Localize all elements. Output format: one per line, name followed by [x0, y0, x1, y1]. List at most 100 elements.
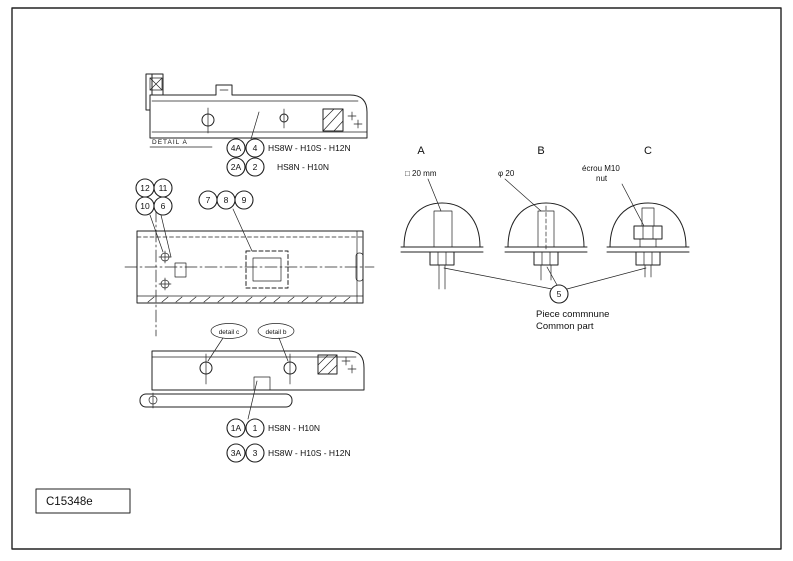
bottom-view-plus-marks — [341, 356, 357, 374]
part-code-label-top-row2: HS8N - H10N — [277, 162, 329, 172]
plan-hidden-square — [245, 250, 289, 289]
common-part-leader-lines — [443, 266, 647, 290]
detail-c-oval — [210, 323, 248, 339]
callout-4: 4 — [253, 143, 258, 153]
page-border — [11, 7, 782, 550]
callout-2a-circle — [226, 157, 246, 177]
dome-b-cap — [507, 202, 585, 248]
dome-b-shank-below — [540, 264, 552, 281]
dome-c-stud — [641, 207, 655, 227]
callout-2: 2 — [253, 162, 258, 172]
detail-a-label: DETAIL A — [152, 139, 188, 146]
dome-a-nut — [429, 251, 455, 266]
section-letter-a: A — [417, 145, 425, 157]
detail-oval-leader-lines — [207, 337, 289, 362]
top-view-hatch-lines — [322, 108, 344, 132]
bottom-view-hatched-block — [317, 354, 338, 375]
ecrou-m10-label: écrou M10 — [582, 164, 620, 173]
callout-4a: 4A — [231, 143, 242, 153]
callout-1-circle — [245, 418, 265, 438]
section-letter-c: C — [644, 145, 652, 157]
top-callout-leader-line-plan — [232, 208, 253, 252]
fastener-dome-c — [606, 202, 690, 278]
dome-c-hex-nut — [633, 225, 663, 240]
drawing-code: C15348e — [46, 496, 93, 508]
callout-1: 1 — [253, 423, 258, 433]
callout-2a: 2A — [231, 162, 242, 172]
common-part-label-fr: Piece commnune — [536, 309, 609, 320]
nut-label: nut — [596, 174, 608, 183]
detail-b-oval — [257, 323, 295, 339]
label-a-leader-line — [427, 178, 442, 212]
top-side-view: DETAIL A — [145, 73, 368, 148]
dome-b-nut — [533, 251, 559, 266]
callout-7: 7 — [206, 195, 211, 205]
dome-a-base-plate — [400, 246, 484, 253]
dome-c-lower-nut-facets — [643, 251, 653, 266]
bottom-view-outline — [151, 350, 365, 391]
callout-4a-circle — [226, 138, 246, 158]
callout-3-circle — [245, 443, 265, 463]
part-code-label-bottom-row1: HS8N - H10N — [268, 423, 320, 433]
bottom-view-callouts: 1A 1 HS8N - H10N 3A 3 HS8W - H10S - H12N — [226, 418, 351, 463]
callout-3a-circle — [226, 443, 246, 463]
fastener-dome-b — [504, 202, 588, 281]
detail-b-label: detail b — [266, 329, 287, 336]
callout-12: 12 — [140, 183, 150, 193]
dome-b-nut-facets — [541, 251, 551, 266]
callout-3a: 3A — [231, 448, 242, 458]
section-letter-b: B — [537, 145, 544, 157]
plan-view-callouts: 12 11 10 6 7 8 9 — [135, 178, 254, 216]
callout-9: 9 — [242, 195, 247, 205]
common-part-label-en: Common part — [536, 321, 594, 332]
bottom-view-hatch-lines — [317, 354, 338, 375]
callout-10: 10 — [140, 201, 150, 211]
dome-c-lower-nut — [635, 251, 661, 266]
bottom-callout-leader-line — [247, 380, 258, 420]
drawing-code-box: C15348e — [35, 488, 131, 514]
dome-a-square-tang — [433, 210, 453, 248]
dome-c-stem — [639, 238, 657, 248]
left-callout-leader-lines — [149, 214, 172, 258]
label-c-leader-line — [621, 183, 645, 227]
callout-2-circle — [245, 157, 265, 177]
dome-a-tang-below — [438, 264, 446, 290]
part-code-label-bottom-row2: HS8W - H10S - H12N — [268, 448, 351, 458]
callout-6: 6 — [161, 201, 166, 211]
dome-c-cap — [609, 202, 687, 248]
top-view-plus-marks — [347, 111, 363, 129]
callout-1a: 1A — [231, 423, 242, 433]
top-view-outline — [149, 84, 368, 139]
plan-left-bolt-2-cross — [158, 277, 172, 291]
dome-b-round-shank — [537, 210, 555, 248]
dome-c-base-plate — [606, 246, 690, 253]
callout-11: 11 — [159, 183, 168, 193]
callout-6-circle — [153, 196, 173, 216]
fastener-details: A B C □ 20 mm φ 20 écrou M10 nut — [400, 145, 690, 332]
plan-left-bolt-1-cross — [158, 250, 172, 264]
dome-a-cap — [403, 202, 481, 248]
part-code-label-top-row1: HS8W - H10S - H12N — [268, 143, 351, 153]
label-b-leader-line — [504, 178, 542, 212]
dome-c-hex-nut-facets — [642, 225, 654, 240]
callout-8: 8 — [224, 195, 229, 205]
callout-5-circle — [549, 284, 569, 304]
drawing-code-frame — [35, 488, 131, 514]
plan-view — [124, 208, 375, 337]
top-view-left-bracket — [145, 73, 164, 111]
plan-inner-square — [252, 257, 282, 282]
bracket-bolt-square — [149, 77, 163, 91]
bracket-bolt-cross — [149, 77, 163, 91]
plan-view-hatch-ticks — [147, 296, 351, 303]
bottom-rail — [139, 393, 293, 408]
top-view-callouts: 4A 4 HS8W - H10S - H12N 2A 2 HS8N - H10N — [226, 138, 351, 177]
callout-3: 3 — [253, 448, 258, 458]
dome-a-nut-facets — [437, 251, 447, 266]
bottom-view-tab — [253, 376, 271, 391]
fastener-dome-a — [400, 202, 484, 290]
callout-4-circle — [245, 138, 265, 158]
callout-5: 5 — [557, 289, 562, 299]
top-callout-leader-line — [250, 111, 260, 140]
